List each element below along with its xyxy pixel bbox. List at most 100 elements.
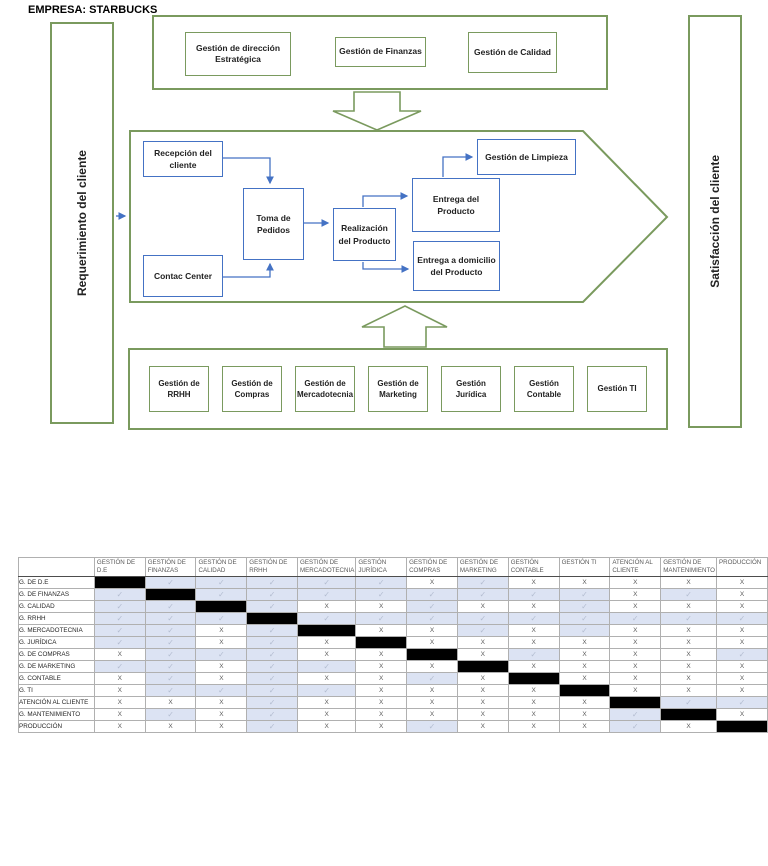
matrix-row-header: G. DE D.E bbox=[18, 575, 95, 589]
matrix-cell: ✓ bbox=[93, 623, 146, 637]
matrix-cell: X bbox=[456, 695, 509, 709]
matrix-cell: ✓ bbox=[297, 587, 357, 601]
matrix-cell: X bbox=[456, 647, 509, 661]
connector-delivery-to-cleaning bbox=[442, 153, 474, 177]
matrix-cell: ✓ bbox=[507, 587, 560, 601]
matrix-cell: ✓ bbox=[195, 587, 248, 601]
box-finance-management: Gestión de Finanzas bbox=[335, 37, 426, 67]
matrix-cell: X bbox=[558, 719, 611, 733]
matrix-cell: X bbox=[456, 599, 509, 613]
matrix-cell: ✓ bbox=[246, 599, 299, 613]
matrix-cell: X bbox=[558, 635, 611, 649]
box-product-realization: Realización del Producto bbox=[333, 208, 396, 261]
matrix-cell: ✓ bbox=[355, 611, 408, 625]
matrix-col-header: GESTIÓN DE RRHH bbox=[246, 557, 299, 577]
matrix-cell: ✓ bbox=[93, 599, 146, 613]
matrix-row-header: G. TI bbox=[18, 683, 95, 697]
matrix-col-header: GESTIÓN DE COMPRAS bbox=[406, 557, 458, 577]
matrix-row-header: G. JURÍDICA bbox=[18, 635, 95, 649]
matrix-cell: X bbox=[715, 671, 768, 685]
matrix-cell: X bbox=[715, 587, 768, 601]
matrix-cell: ✓ bbox=[246, 683, 299, 697]
matrix-diagonal-cell bbox=[297, 623, 357, 637]
box-merchandising-management: Gestión de Mercadotecnia bbox=[295, 366, 356, 412]
matrix-cell: X bbox=[195, 635, 248, 649]
matrix-col-header: PRODUCCIÓN bbox=[715, 557, 768, 577]
box-purchasing-management: Gestión de Compras bbox=[222, 366, 282, 412]
matrix-cell: ✓ bbox=[297, 575, 357, 589]
matrix-cell: ✓ bbox=[297, 659, 357, 673]
matrix-cell: X bbox=[93, 671, 146, 685]
matrix-cell: ✓ bbox=[715, 611, 768, 625]
matrix-cell: X bbox=[660, 599, 717, 613]
box-marketing-management: Gestión de Marketing bbox=[368, 366, 429, 412]
matrix-cell: X bbox=[660, 671, 717, 685]
matrix-cell: X bbox=[456, 719, 509, 733]
customer-requirement-bar: Requerimiento del cliente bbox=[50, 22, 114, 424]
matrix-cell: X bbox=[507, 719, 560, 733]
support-processes-container: Gestión de RRHH Gestión de Compras Gesti… bbox=[128, 348, 668, 430]
matrix-cell: X bbox=[406, 707, 458, 721]
matrix-cell: X bbox=[406, 695, 458, 709]
box-order-taking: Toma de Pedidos bbox=[243, 188, 304, 260]
matrix-cell: X bbox=[715, 683, 768, 697]
matrix-cell: X bbox=[660, 659, 717, 673]
matrix-cell: ✓ bbox=[144, 611, 197, 625]
matrix-cell: ✓ bbox=[507, 647, 560, 661]
matrix-col-header: GESTIÓN DE MERCADOTECNIA bbox=[297, 557, 357, 577]
matrix-cell: X bbox=[609, 635, 662, 649]
matrix-diagonal-cell bbox=[195, 599, 248, 613]
matrix-cell: X bbox=[297, 671, 357, 685]
connector-reception-to-orders bbox=[223, 157, 274, 185]
matrix-col-header: GESTIÓN DE FINANZAS bbox=[144, 557, 197, 577]
matrix-cell: X bbox=[355, 719, 408, 733]
matrix-cell: X bbox=[507, 659, 560, 673]
matrix-cell: ✓ bbox=[355, 587, 408, 601]
matrix-cell: X bbox=[456, 707, 509, 721]
matrix-cell: X bbox=[355, 659, 408, 673]
box-it-management: Gestión TI bbox=[587, 366, 648, 412]
matrix-row: G. RRHH✓✓✓✓✓✓✓✓✓✓✓✓ bbox=[18, 611, 768, 625]
matrix-cell: X bbox=[406, 635, 458, 649]
strategic-processes-container: Gestión de dirección Estratégica Gestión… bbox=[152, 15, 608, 90]
matrix-cell: ✓ bbox=[144, 707, 197, 721]
down-arrow bbox=[332, 91, 422, 131]
matrix-cell: X bbox=[507, 635, 560, 649]
matrix-cell: ✓ bbox=[195, 647, 248, 661]
matrix-cell: ✓ bbox=[609, 719, 662, 733]
matrix-cell: X bbox=[660, 575, 717, 589]
matrix-cell: X bbox=[609, 647, 662, 661]
matrix-cell: ✓ bbox=[406, 719, 458, 733]
matrix-row-header: G. DE MARKETING bbox=[18, 659, 95, 673]
matrix-cell: X bbox=[297, 599, 357, 613]
matrix-cell: ✓ bbox=[406, 587, 458, 601]
matrix-cell: ✓ bbox=[144, 647, 197, 661]
matrix-cell: X bbox=[715, 599, 768, 613]
matrix-cell: ✓ bbox=[660, 587, 717, 601]
matrix-cell: X bbox=[93, 683, 146, 697]
matrix-cell: ✓ bbox=[195, 575, 248, 589]
matrix-cell: ✓ bbox=[715, 695, 768, 709]
matrix-cell: X bbox=[297, 635, 357, 649]
matrix-cell: X bbox=[609, 683, 662, 697]
box-home-delivery: Entrega a domicilio del Producto bbox=[413, 241, 500, 291]
matrix-diagonal-cell bbox=[406, 647, 458, 661]
matrix-cell: X bbox=[609, 599, 662, 613]
customer-satisfaction-label: Satisfacción del cliente bbox=[708, 155, 722, 288]
matrix-cell: ✓ bbox=[246, 719, 299, 733]
matrix-cell: X bbox=[195, 671, 248, 685]
matrix-cell: X bbox=[93, 719, 146, 733]
matrix-cell: X bbox=[355, 671, 408, 685]
matrix-cell: ✓ bbox=[144, 683, 197, 697]
matrix-cell: ✓ bbox=[246, 623, 299, 637]
matrix-cell: X bbox=[507, 683, 560, 697]
matrix-col-header: GESTIÓN DE CALIDAD bbox=[195, 557, 248, 577]
matrix-cell: X bbox=[507, 575, 560, 589]
matrix-row-header: G. MANTENIMIENTO bbox=[18, 707, 95, 721]
